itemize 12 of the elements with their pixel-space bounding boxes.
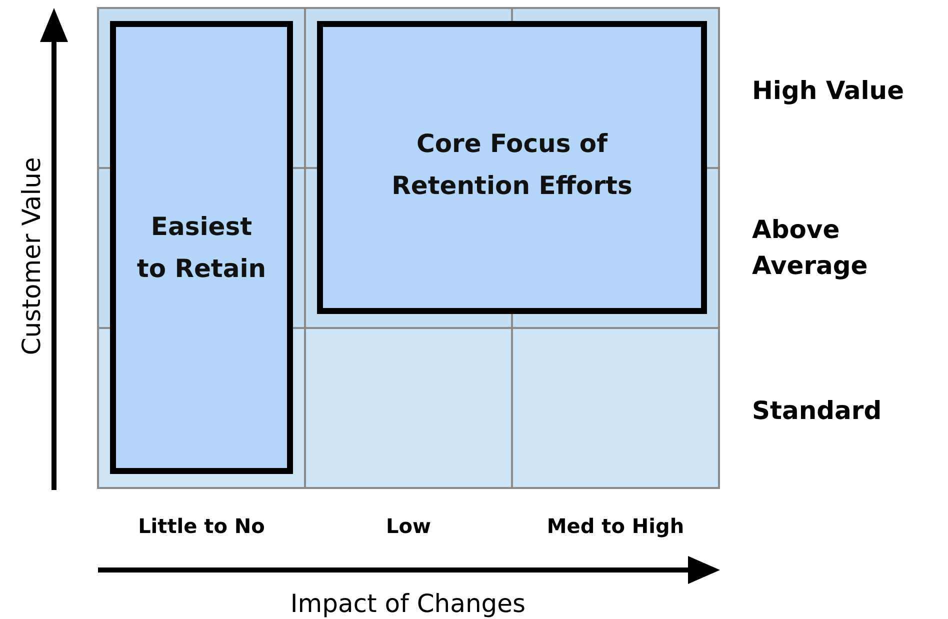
axis-title: Impact of Changes [289, 588, 527, 619]
row-label: Standard [752, 395, 882, 427]
column-label: Low [385, 513, 432, 540]
box-label: Core Focus of Retention Efforts [390, 128, 634, 202]
highlight-box [110, 21, 293, 474]
column-label: Little to No [137, 513, 266, 540]
column-label: Med to High [546, 513, 686, 540]
row-label: High Value [752, 75, 904, 107]
box-label: Easiest to Retain [136, 210, 268, 284]
axis-title: Customer Value [16, 156, 47, 356]
highlight-box [317, 21, 707, 314]
row-label: Above Average [752, 214, 869, 282]
